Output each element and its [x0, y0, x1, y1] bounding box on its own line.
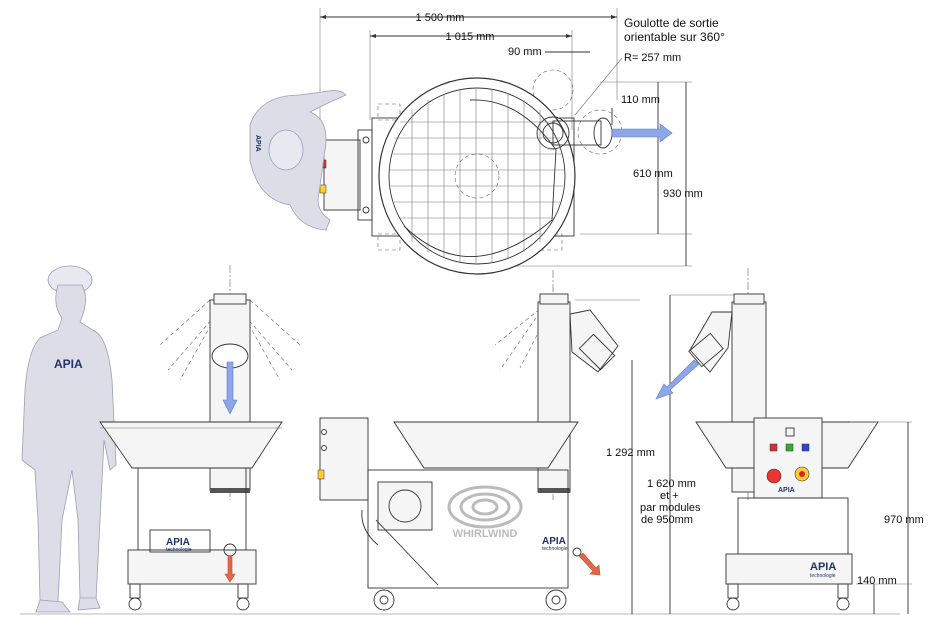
- side-view-1: APIA technologie: [99, 265, 301, 611]
- rear-panel-logo: APIA: [778, 487, 795, 494]
- operator-side-silhouette: APIA: [21, 265, 117, 613]
- dim-top-width: 1 015 mm: [446, 31, 495, 43]
- top-flow-arrow: [611, 123, 673, 143]
- rear-view: 1 620 mm et + par modules de 950mm APIA …: [640, 268, 924, 614]
- operator-side-logo: APIA: [54, 357, 83, 371]
- whirlwind-logo: WHIRLWIND: [447, 485, 523, 540]
- dim-height-2-line3: par modules: [640, 502, 701, 514]
- dim-inner-depth: 610 mm: [633, 168, 673, 180]
- dim-height-1: 1 292 mm: [606, 447, 655, 459]
- side1-logo-sub: technologie: [166, 547, 192, 553]
- side1-logo: APIA: [166, 537, 190, 548]
- dim-height-2-line4: de 950mm: [641, 514, 693, 526]
- front-logo: APIA: [542, 536, 566, 547]
- dim-height-4: 140 mm: [857, 575, 897, 587]
- side1-flow-arrow: [222, 361, 238, 415]
- operator-top-logo: APIA: [254, 135, 261, 152]
- dim-chute-offset: 110 mm: [621, 94, 660, 106]
- dim-height-2-line2: et +: [660, 490, 679, 502]
- dim-top-offset: 90 mm: [508, 46, 542, 58]
- rear-flow-arrow: [655, 359, 700, 400]
- dim-height-3: 970 mm: [884, 514, 924, 526]
- front-drain-arrow: [578, 552, 601, 576]
- dim-overall-width: 1 500 mm: [416, 12, 465, 24]
- rear-logo-sub: technologie: [810, 573, 836, 579]
- whirlwind-text: WHIRLWIND: [453, 528, 518, 540]
- dim-overall-depth: 930 mm: [663, 188, 703, 200]
- chute-annotation-line1: Goulotte de sortie: [624, 16, 719, 30]
- chute-annotation-line2: orientable sur 360°: [624, 30, 725, 44]
- side1-drain-arrow: [224, 555, 236, 583]
- operator-top-silhouette: APIA: [249, 90, 347, 231]
- dim-radius: R= 257 mm: [624, 52, 681, 64]
- dim-height-2-line1: 1 620 mm: [647, 478, 696, 490]
- front-view: WHIRLWIND APIA technologie 1 292 mm: [317, 270, 655, 614]
- front-logo-sub: technologie: [542, 546, 568, 552]
- top-view: 1 500 mm 1 015 mm 90 mm Goulotte de sort…: [249, 8, 725, 275]
- rear-logo: APIA: [810, 561, 836, 573]
